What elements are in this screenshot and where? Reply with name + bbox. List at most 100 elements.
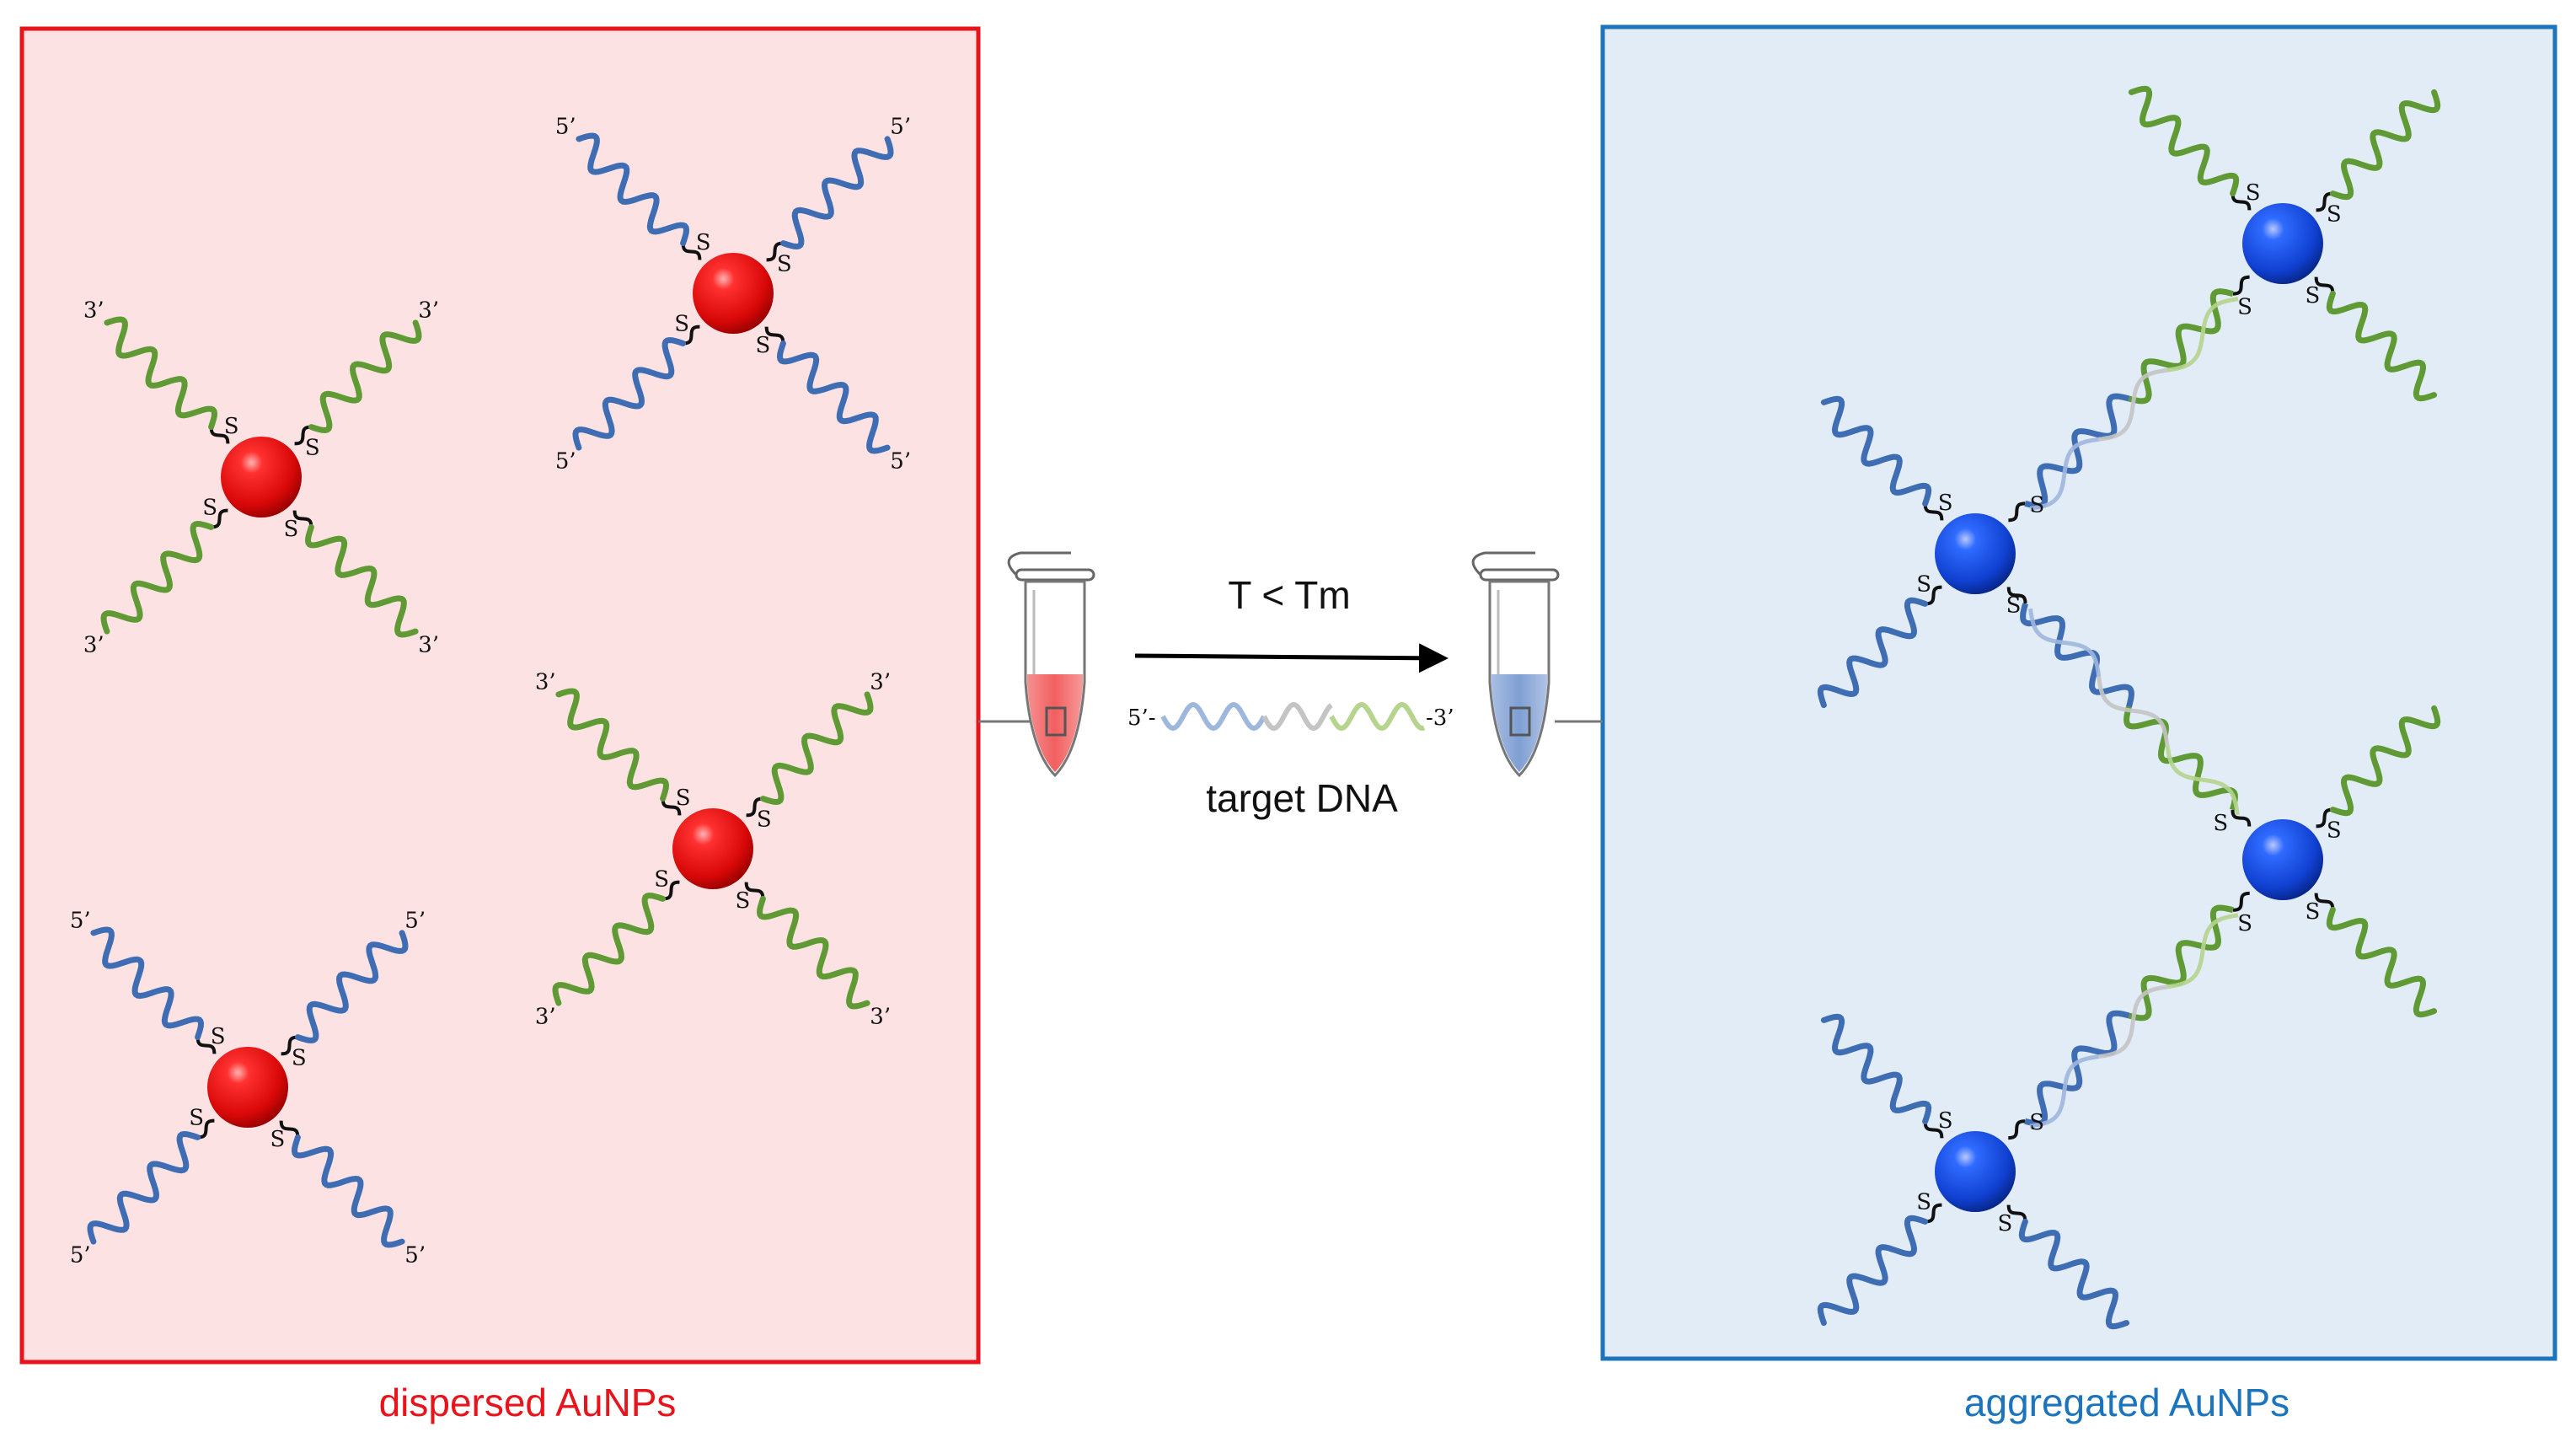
dispersed-probe-1-arm-2: S 3’	[83, 495, 228, 658]
sulfur-label: S	[2305, 283, 2320, 308]
aggregated-aunp-3	[2242, 819, 2323, 900]
probe-strand	[2024, 393, 2130, 509]
tube-label-window	[1509, 706, 1531, 737]
target-segment-grey	[1261, 701, 1333, 732]
dna-strand	[104, 316, 218, 431]
sulfur-label: S	[2006, 593, 2022, 618]
tube-cap	[1479, 568, 1560, 582]
linker	[2316, 807, 2333, 829]
target-segment-green	[1329, 701, 1426, 732]
strand-end-label: 3’	[535, 669, 556, 695]
dispersed-probe-1-arm-1: S3’	[294, 298, 439, 461]
dna-strand	[87, 1130, 201, 1245]
aggregated-probe-4-arm-3: S	[1997, 1204, 2130, 1330]
dispersed-probe-3-arm-2: S3’	[535, 866, 680, 1030]
linker	[281, 1035, 298, 1056]
dispersed-probe-1-arm-3: S3’	[283, 510, 439, 658]
linker	[2316, 191, 2333, 212]
sulfur-label: S	[2029, 1110, 2044, 1135]
dispersed-aunp-1	[221, 437, 302, 518]
sulfur-label: S	[270, 1127, 285, 1152]
dna-strand	[776, 340, 891, 454]
target-strand	[2165, 744, 2240, 816]
sulfur-label: S	[2029, 492, 2044, 518]
probe-strand	[2020, 603, 2135, 708]
tube-blue-icon	[1471, 551, 1560, 778]
dispersed-probe-4-arm-1: S5’	[281, 908, 426, 1071]
sulfur-label: S	[1997, 1211, 2012, 1236]
target-segment-blue	[1160, 701, 1267, 732]
dna-strand	[2329, 705, 2441, 817]
sulfur-label: S	[777, 252, 792, 277]
dispersed-aunp-4	[207, 1047, 288, 1128]
dna-strand	[555, 688, 670, 802]
dna-strand	[1820, 1013, 1932, 1125]
linker	[1925, 1203, 1942, 1224]
sulfur-label: S	[696, 230, 711, 255]
dispersed-probe-3-arm-3: S3’	[735, 882, 891, 1030]
target-three-prime: -3’	[1426, 705, 1454, 731]
target-dna-label: target DNA	[1206, 776, 1398, 820]
target-five-prime: 5’-	[1127, 705, 1156, 731]
dna-strand	[308, 319, 422, 434]
linker	[211, 508, 228, 529]
dispersed-probe-1-arm-0: S 3’	[83, 298, 239, 444]
dna-strand	[291, 1134, 405, 1248]
probe-strand	[2128, 904, 2234, 1022]
dna-strand	[2326, 906, 2438, 1018]
sulfur-label: S	[2327, 202, 2342, 228]
strand-end-label: 5’	[890, 114, 911, 139]
dna-strand	[756, 895, 870, 1010]
aggregated-probe-2-arm-0: S	[1820, 395, 1953, 521]
sulfur-label: S	[676, 786, 691, 811]
tube-liquid	[1492, 674, 1547, 772]
aggregated-aunp-1	[2242, 203, 2323, 284]
linker	[294, 425, 312, 446]
dispersed-probe-2-arm-2: S 5’	[555, 311, 700, 475]
strand-end-label: 3’	[870, 669, 891, 695]
sulfur-label: S	[305, 436, 320, 461]
dna-strand	[1817, 597, 1929, 709]
sulfur-label: S	[674, 311, 689, 336]
strand-end-label: 3’	[83, 633, 104, 658]
dna-strand	[2329, 88, 2441, 201]
target-strand	[2097, 676, 2170, 745]
strand-end-label: 3’	[870, 1005, 891, 1030]
linker	[764, 326, 785, 344]
aggregated-probe-1-arm-3: S	[2305, 276, 2438, 402]
linker	[292, 510, 313, 528]
sulfur-label: S	[283, 517, 298, 542]
strand-end-label: 5’	[404, 908, 426, 933]
linker	[766, 241, 784, 262]
linker	[2231, 809, 2252, 827]
dna-strand	[572, 336, 687, 451]
sulfur-label: S	[1938, 491, 1953, 516]
linker	[1923, 1121, 1944, 1139]
aggregated-probe-1-arm-1: S	[2316, 88, 2441, 228]
tube-liquid	[1027, 674, 1083, 772]
dispersed-probe-4-arm-2: S5’	[70, 1105, 215, 1268]
strand-end-label: 3’	[83, 298, 104, 323]
dna-strand	[304, 523, 419, 638]
aggregated-probe-3-arm-1: S	[2316, 705, 2441, 844]
strand-end-label: 5’	[555, 114, 576, 139]
target-strand	[2029, 1054, 2099, 1129]
dna-strand	[759, 691, 874, 806]
aggregated-probe-4-arm-0: S	[1820, 1013, 1953, 1139]
dna-strand	[552, 892, 667, 1006]
target-strand	[2166, 913, 2239, 989]
linker	[2233, 891, 2250, 912]
aggregated-caption: aggregated AuNPs	[1964, 1381, 2289, 1424]
sulfur-label: S	[224, 414, 239, 439]
tube-hinge	[1007, 551, 1071, 577]
sulfur-label: S	[1916, 571, 1931, 597]
dispersed-caption: dispersed AuNPs	[379, 1381, 677, 1424]
sulfur-label: S	[1938, 1108, 1953, 1134]
sulfur-label: S	[2305, 899, 2320, 925]
sulfur-label: S	[202, 495, 217, 520]
dispersed-panel	[19, 26, 981, 1365]
dispersed-probe-2-arm-3: S5’	[755, 326, 911, 475]
strand-end-label: 5’	[555, 449, 576, 475]
dispersed-aunp-2	[693, 253, 774, 334]
sulfur-label: S	[211, 1024, 226, 1049]
